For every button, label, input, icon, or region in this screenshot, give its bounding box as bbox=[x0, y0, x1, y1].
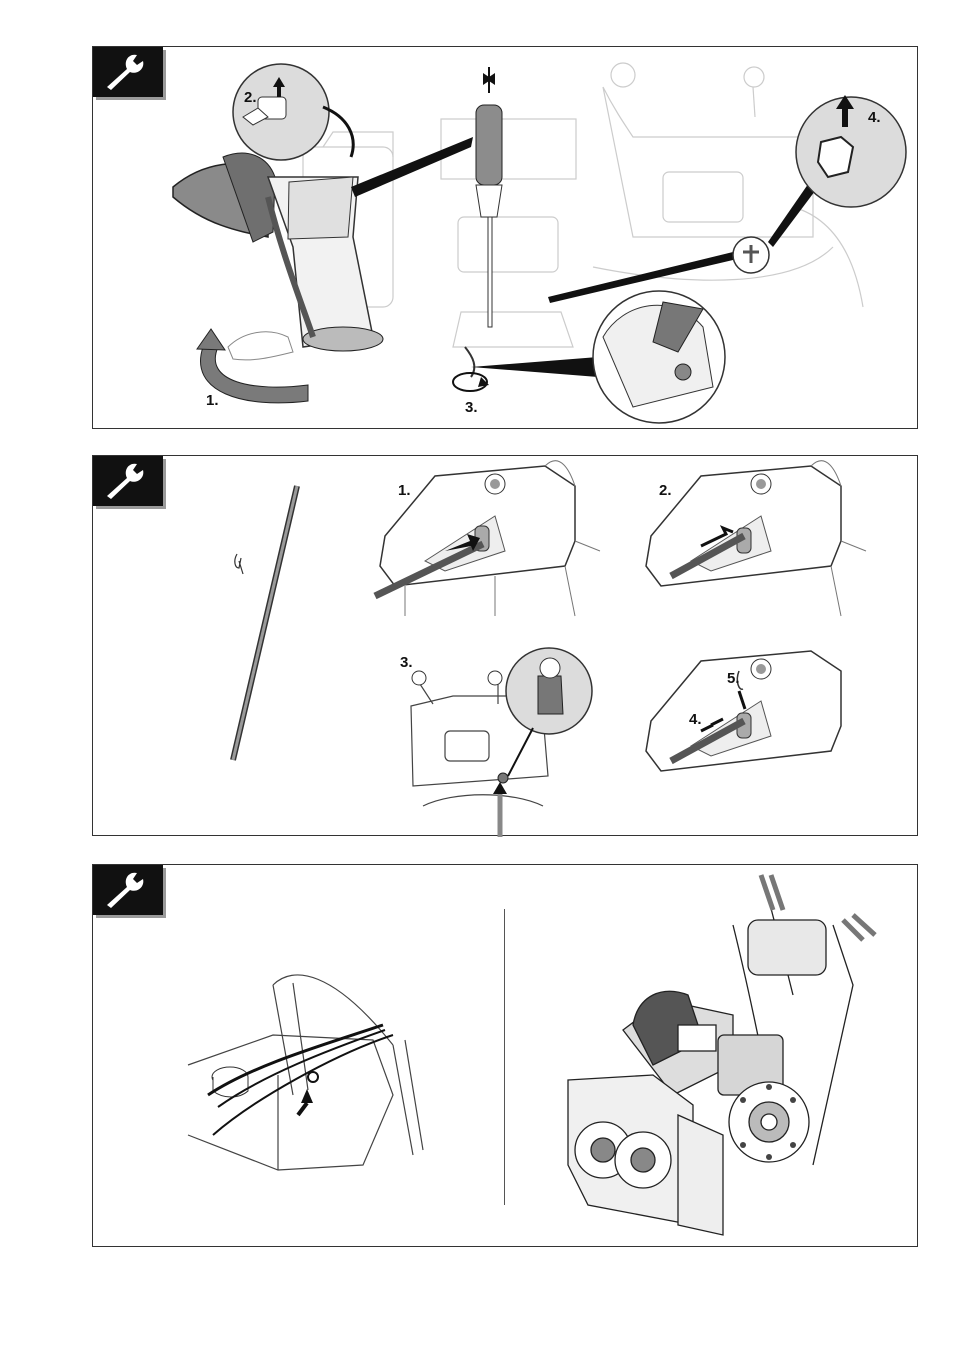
step-label-5: 5. bbox=[727, 670, 740, 687]
step-label-3: 3. bbox=[465, 399, 478, 416]
assembly-panel-cable bbox=[92, 864, 918, 1247]
step-label-2: 2. bbox=[659, 482, 672, 499]
step-label-3: 3. bbox=[400, 654, 413, 671]
cable-routing-illustration bbox=[93, 865, 919, 1248]
step-label-1: 1. bbox=[398, 482, 411, 499]
step-label-4: 4. bbox=[689, 711, 702, 728]
assembly-panel-chute: 1. 2. 3. 4. bbox=[92, 46, 918, 429]
rod-assembly-illustration bbox=[93, 456, 919, 837]
step-label-1: 1. bbox=[206, 392, 219, 409]
chute-assembly-illustration bbox=[93, 47, 919, 430]
step-label-2: 2. bbox=[244, 89, 257, 106]
assembly-panel-rod: 1. 2. 3. 4. 5. bbox=[92, 455, 918, 836]
step-label-4: 4. bbox=[868, 109, 881, 126]
